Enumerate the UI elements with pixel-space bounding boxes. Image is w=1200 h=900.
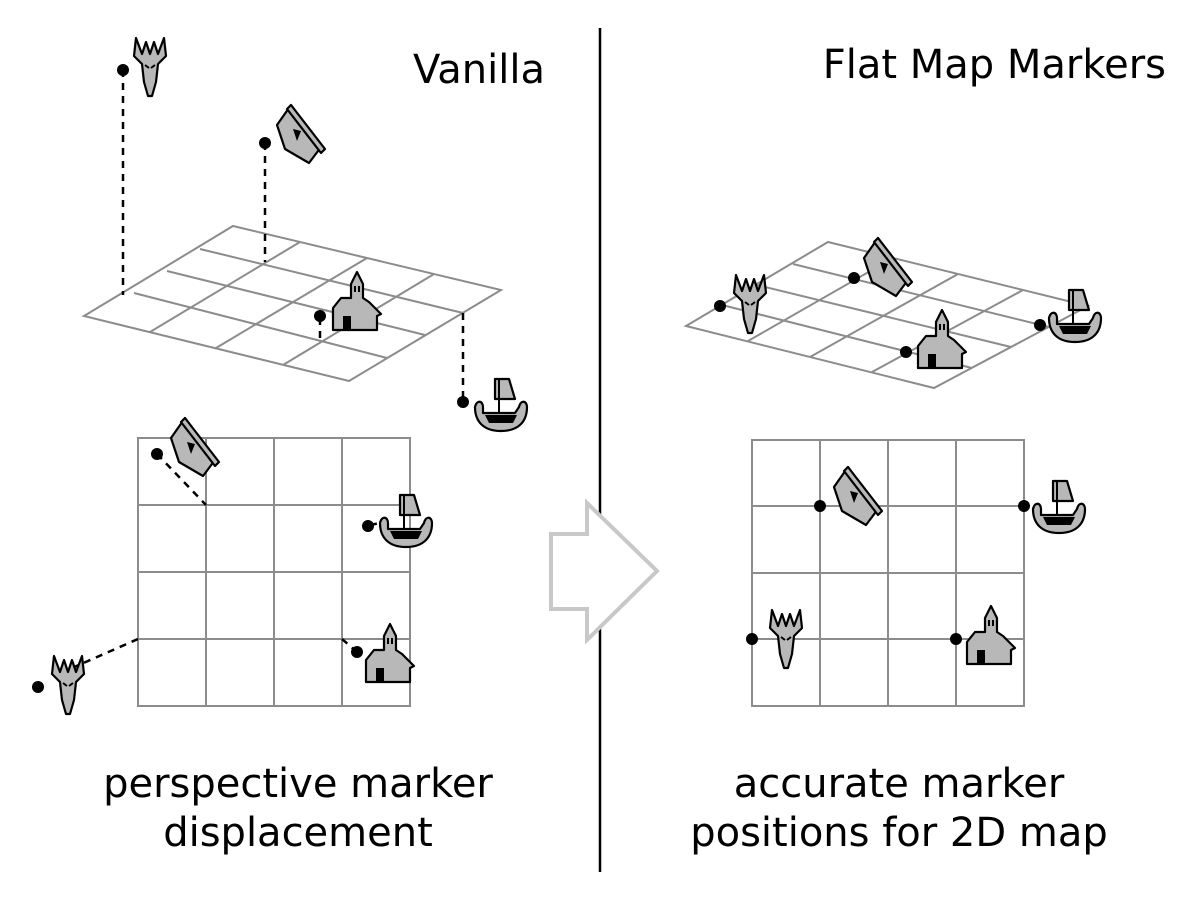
right-caption-line-2: positions for 2D map — [690, 810, 1108, 856]
house-icon — [169, 416, 221, 478]
left-flat-markers — [32, 416, 434, 716]
dragon-icon — [50, 654, 86, 716]
left-perspective-markers — [117, 36, 529, 433]
left-caption-line-1: perspective marker — [103, 761, 493, 807]
left-caption-line-2: displacement — [163, 810, 433, 856]
church-icon — [916, 308, 968, 370]
right-flat-markers — [746, 465, 1087, 670]
right-arrow-icon — [549, 498, 660, 645]
house-icon — [832, 465, 884, 527]
right-panel-title: Flat Map Markers — [823, 42, 1166, 88]
dragon-icon — [732, 273, 768, 335]
right-perspective-markers — [714, 236, 1103, 370]
ship-icon — [378, 493, 434, 549]
left-flat-grid — [137, 437, 411, 707]
church-icon — [364, 622, 416, 684]
right-flat-grid — [751, 439, 1025, 707]
left-panel-title: Vanilla — [413, 47, 545, 93]
left-panel: Vanilla — [32, 36, 545, 856]
right-caption-line-1: accurate marker — [734, 761, 1065, 807]
church-icon — [965, 604, 1017, 666]
right-panel: Flat Map Markers — [683, 42, 1166, 856]
ship-icon — [473, 377, 529, 433]
house-icon — [862, 236, 914, 298]
church-icon — [331, 270, 383, 332]
ship-icon — [1031, 479, 1087, 535]
house-icon — [275, 103, 327, 165]
dragon-icon — [132, 36, 168, 98]
left-perspective-grid — [81, 224, 504, 383]
left-flat-leaders — [71, 453, 381, 670]
